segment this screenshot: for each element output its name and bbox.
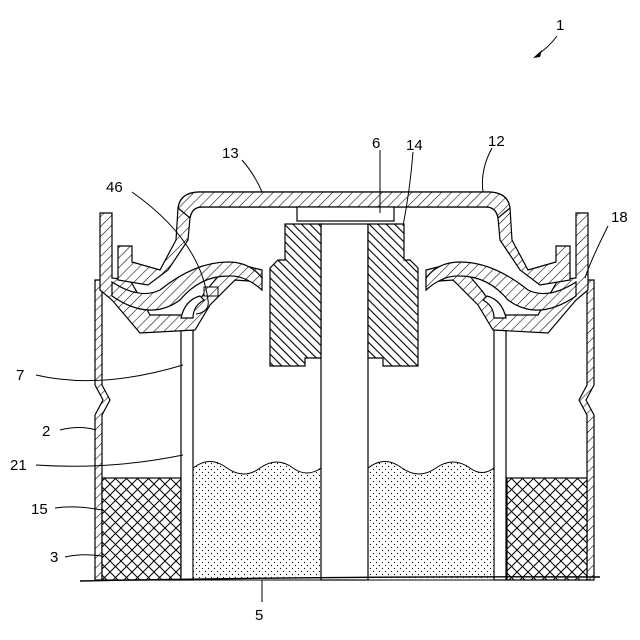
- leader-14: [403, 152, 413, 226]
- rivet-block-right: [368, 224, 418, 366]
- label-6: 6: [372, 135, 380, 152]
- leader-12: [482, 148, 492, 192]
- label-3: 3: [50, 549, 58, 566]
- dotted-filling-right: [368, 462, 494, 581]
- cross-hatched-block-right: [507, 478, 587, 580]
- inner-tube-right: [494, 318, 506, 580]
- label-46: 46: [106, 179, 123, 196]
- central-shaft: [321, 224, 368, 580]
- spacer-plate: [297, 207, 394, 221]
- label-1: 1: [556, 17, 564, 34]
- label-21: 21: [10, 457, 27, 474]
- rivet-block-left: [270, 224, 321, 366]
- label-15: 15: [31, 501, 48, 518]
- leader-2: [60, 428, 96, 431]
- label-2: 2: [42, 423, 50, 440]
- leader-7: [36, 365, 183, 381]
- label-14: 14: [406, 137, 423, 154]
- cross-hatched-block-left: [102, 478, 181, 580]
- arrowhead-1: [533, 50, 542, 58]
- label-7: 7: [16, 367, 24, 384]
- label-13: 13: [222, 145, 239, 162]
- leader-21: [36, 455, 183, 466]
- label-12: 12: [488, 133, 505, 150]
- dotted-filling-left: [193, 462, 321, 581]
- inner-tube-left: [181, 318, 193, 580]
- label-5: 5: [255, 607, 263, 624]
- label-18: 18: [611, 209, 628, 226]
- leader-13: [242, 160, 262, 192]
